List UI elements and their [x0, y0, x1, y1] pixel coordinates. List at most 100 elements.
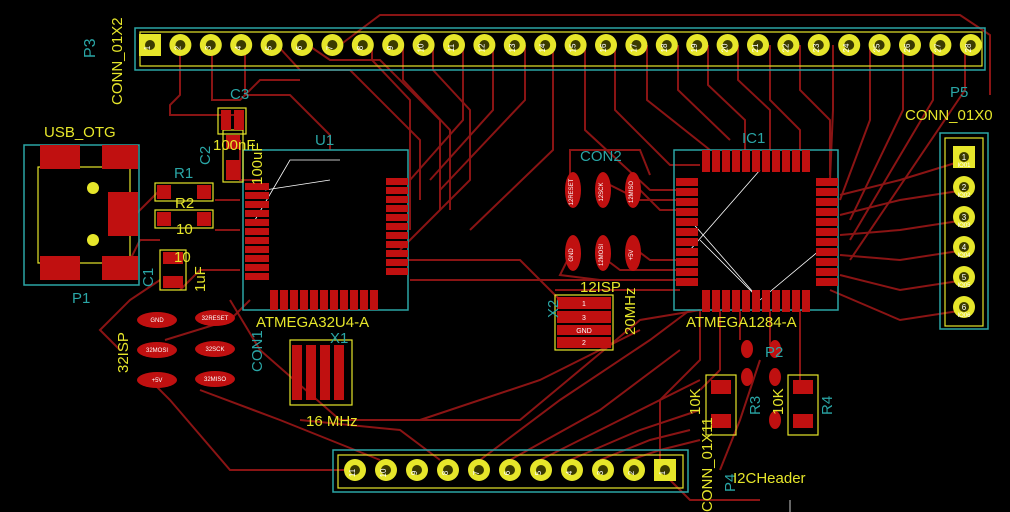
p3-pin-11[interactable]: 11 [443, 34, 465, 56]
isp32-pad[interactable]: 32MOSI [137, 342, 177, 358]
p4-pin-6[interactable]: 6 [499, 459, 521, 481]
isp32-pad[interactable]: 32RESET [195, 310, 235, 326]
p3-pin-17[interactable]: 17 [625, 34, 648, 56]
p3-pin-24[interactable]: 24 [838, 34, 861, 56]
ic1-pad [676, 178, 698, 186]
p5-pin-4[interactable]: 4 [953, 236, 975, 258]
u1-pad [245, 219, 269, 226]
p3-pin-20[interactable]: 20 [716, 34, 739, 56]
silkscreen-outlines [37, 31, 984, 489]
ic1-pad [802, 290, 810, 312]
p3-pin-6[interactable]: 6 [291, 34, 313, 56]
p3-pin-13[interactable]: 13 [503, 34, 526, 56]
p4-pin-8[interactable]: 8 [437, 459, 459, 481]
p5-net-label: IO01 [957, 163, 971, 169]
isp-12-pads[interactable]: 12RESET 12SCK 12MISO GND 12MOSI +5V [565, 172, 641, 271]
p5-pin-2[interactable]: 2 [953, 176, 975, 198]
u1-pad [386, 259, 408, 266]
pad-label: 11 [447, 43, 456, 52]
p3-pin-18[interactable]: 18 [655, 34, 678, 56]
pad-label: 4 [565, 470, 574, 475]
isp32-pad[interactable]: +5V [137, 372, 177, 388]
x2-pad-label: 2 [582, 340, 586, 347]
ic1-pad [702, 290, 710, 312]
p3-pin-10[interactable]: 10 [412, 34, 435, 56]
usb-otg-connector[interactable] [40, 145, 138, 280]
p4-pin-1[interactable]: 1 [654, 459, 676, 481]
isp12-pad[interactable]: 12SCK [595, 172, 611, 208]
p5-pin-5[interactable]: 5 [953, 266, 975, 288]
ic1-pad [742, 150, 750, 172]
isp32-pad[interactable]: GND [137, 312, 177, 328]
isp12-pad[interactable]: GND [565, 235, 581, 271]
p3-pin-22[interactable]: 22 [777, 34, 800, 56]
p4-pin-4[interactable]: 4 [561, 459, 583, 481]
p5-pin-3[interactable]: 3 [953, 206, 975, 228]
p3-pin-21[interactable]: 21 [747, 34, 769, 56]
c2-value: 100uF [249, 142, 266, 185]
p3-pin-1[interactable]: 1 [139, 34, 161, 56]
p3-pin-3[interactable]: 3 [199, 34, 222, 56]
p3-pin-12[interactable]: 12 [473, 34, 496, 56]
pad-label: 2 [627, 470, 636, 475]
isp32-net: 32MOSI [146, 348, 168, 354]
isp12-pad[interactable]: 12RESET [565, 172, 581, 208]
pad-label: 5 [962, 273, 967, 282]
p3-pin-14[interactable]: 14 [534, 34, 557, 56]
isp12-net: +5V [629, 250, 635, 261]
p3-pin-28[interactable]: 28 [959, 34, 982, 56]
p3-pin-2[interactable]: 2 [169, 34, 192, 56]
p4-pin-7[interactable]: 7 [468, 459, 490, 481]
p4-pin-10[interactable]: 10 [375, 459, 397, 481]
isp12-pad[interactable]: 12MISO [625, 172, 641, 208]
u1-chip[interactable] [245, 178, 408, 310]
pad-label: 21 [751, 43, 760, 52]
pad-label: 4 [234, 45, 243, 50]
p3-pin-19[interactable]: 19 [686, 34, 709, 56]
p3-pin-27[interactable]: 27 [929, 34, 952, 56]
c3-ref: C3 [230, 86, 249, 103]
u1-pad [386, 214, 408, 221]
p5-pin-1[interactable]: 1 [953, 146, 975, 168]
p3-pin-7[interactable]: 7 [321, 34, 344, 56]
isp32-pad[interactable]: 32MISO [195, 371, 235, 387]
p3-pin-8[interactable]: 8 [351, 34, 374, 56]
isp12-pad[interactable]: +5V [625, 235, 641, 271]
pad-label: 26 [903, 43, 912, 52]
isp12-net: 12SCK [599, 182, 605, 201]
p5-pin-6[interactable]: 6 [953, 296, 975, 318]
u1-pad [386, 250, 408, 257]
p4-pin-5[interactable]: 5 [530, 459, 552, 481]
ic1-pad [816, 188, 838, 196]
p4-pin-2[interactable]: 2 [623, 459, 645, 481]
p3-pin-5[interactable]: 5 [260, 34, 283, 56]
ic1-pad [702, 150, 710, 172]
p3-pin-15[interactable]: 15 [564, 34, 587, 56]
p3-pin-26[interactable]: 26 [899, 34, 921, 56]
p4-pin-3[interactable]: 3 [592, 459, 614, 481]
p4-pin-11[interactable]: 11 [344, 459, 366, 481]
p4-pin-9[interactable]: 9 [406, 459, 428, 481]
ic1-chip[interactable] [676, 150, 838, 312]
ic1-pad [742, 290, 750, 312]
isp-32-pads[interactable]: GND 32MOSI +5V 32RESET 32SCK 32MISO [137, 310, 235, 388]
r2-ref: R2 [175, 195, 194, 212]
p3-pin-23[interactable]: 23 [807, 34, 830, 56]
pad-label: 8 [441, 470, 450, 475]
smd-components[interactable] [157, 110, 813, 429]
isp12-net: GND [569, 248, 575, 262]
isp12-pad[interactable]: 12MOSI [595, 235, 611, 271]
usb-otg-label: USB_OTG [44, 124, 116, 141]
ic1-pad [816, 208, 838, 216]
isp32-pad[interactable]: 32SCK [195, 341, 235, 357]
p3-pin-25[interactable]: 25 [868, 34, 891, 56]
p3-pin-4[interactable]: 4 [230, 34, 253, 56]
p3-pin-9[interactable]: 9 [382, 34, 405, 56]
isp12-net: 12MOSI [599, 244, 605, 266]
p3-pin-16[interactable]: 16 [595, 34, 617, 56]
